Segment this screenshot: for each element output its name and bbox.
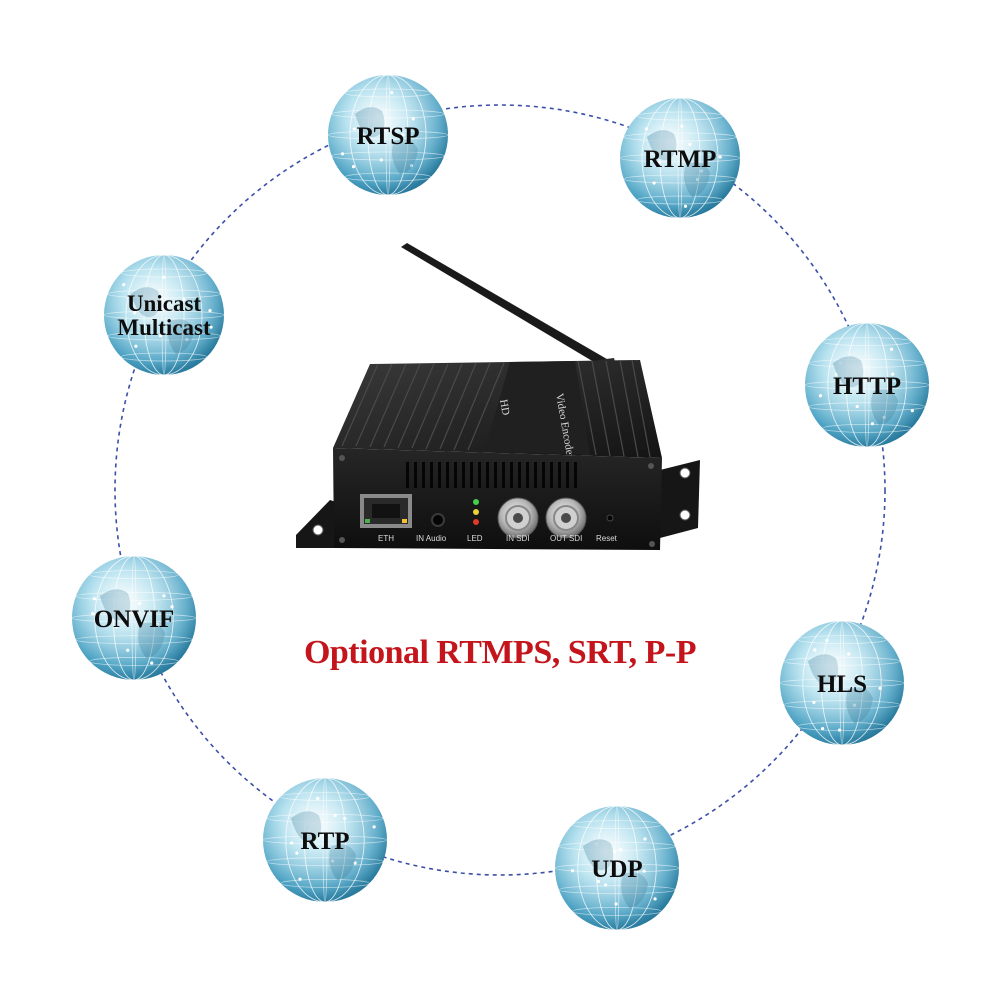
protocol-label: UDP <box>591 856 642 883</box>
led-label: LED <box>467 534 483 543</box>
antenna <box>401 243 612 368</box>
front-vents <box>406 462 577 488</box>
protocol-label: RTMP <box>644 146 717 173</box>
protocol-label: HTTP <box>833 373 901 400</box>
reset-button <box>606 514 614 522</box>
globe-hls: HLS <box>779 620 905 746</box>
globe-onvif: ONVIF <box>71 555 197 681</box>
led-green <box>473 499 479 505</box>
globe-highlight <box>780 621 904 745</box>
protocol-label: ONVIF <box>94 606 175 633</box>
video-encoder-device: HD Video Encoder <box>296 243 700 550</box>
protocol-label: HLS <box>817 671 867 698</box>
optional-protocols-caption: Optional RTMPS, SRT, P-P <box>303 634 697 671</box>
led-red <box>473 519 479 525</box>
reset-label: Reset <box>596 534 618 543</box>
globe-http: HTTP <box>804 322 930 448</box>
audio-jack <box>431 513 445 527</box>
sdi-in-label: IN SDI <box>506 534 530 543</box>
sdi-out-label: OUT SDI <box>550 534 582 543</box>
led-yellow <box>473 509 479 515</box>
protocol-globes: RTSP RTMP HTTP HLS UDP RTP ONVIF UnicastMultica… <box>71 74 930 931</box>
globe-highlight <box>805 323 929 447</box>
globe-highlight <box>263 778 387 902</box>
globe-rtmp: RTMP <box>619 97 741 219</box>
left-flange <box>296 500 345 548</box>
globe-highlight <box>328 75 448 195</box>
protocol-label: Multicast <box>117 315 211 340</box>
device-model-label: HD <box>497 398 512 416</box>
eth-label: ETH <box>378 534 394 543</box>
globe-highlight <box>620 98 740 218</box>
eth-port <box>360 494 412 528</box>
sdi-out-connector <box>545 497 587 539</box>
audio-label: IN Audio <box>416 534 447 543</box>
globe-highlight <box>72 556 196 680</box>
connection-ring <box>114 104 886 876</box>
globe-highlight <box>104 255 224 375</box>
protocol-label: Unicast <box>127 291 201 316</box>
right-flange <box>660 460 700 538</box>
globe-highlight <box>555 806 679 930</box>
protocol-label: RTP <box>300 828 349 855</box>
globe-rtsp: RTSP <box>327 74 449 196</box>
globe-udp: UDP <box>554 805 680 931</box>
globe-rtp: RTP <box>262 777 388 903</box>
protocol-label: RTSP <box>356 123 419 150</box>
sdi-in-connector <box>497 497 539 539</box>
